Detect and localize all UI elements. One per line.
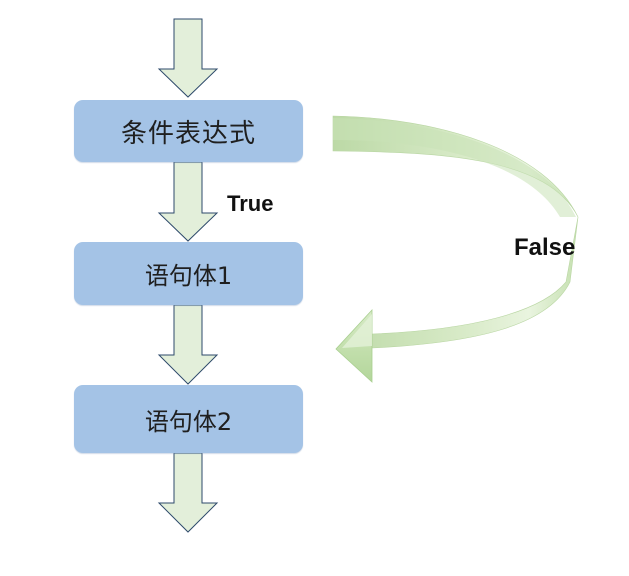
statement-body-2-box: 语句体2 [74, 385, 303, 453]
down-arrow-middle [157, 304, 219, 385]
false-branch-label: False [514, 234, 576, 261]
false-loop-arrow-highlight [333, 118, 576, 217]
condition-box: 条件表达式 [74, 100, 303, 162]
down-arrow-top [157, 18, 219, 98]
condition-label: 条件表达式 [120, 118, 256, 149]
true-branch-label: True [227, 191, 274, 216]
down-arrow-true [157, 161, 219, 242]
statement-body-2-label: 语句体2 [144, 407, 233, 436]
statement-body-1-box: 语句体1 [74, 242, 303, 305]
down-arrow-bottom [157, 452, 219, 533]
statement-body-1-label: 语句体1 [144, 262, 233, 290]
false-loop-arrow-head-shade [342, 314, 372, 348]
